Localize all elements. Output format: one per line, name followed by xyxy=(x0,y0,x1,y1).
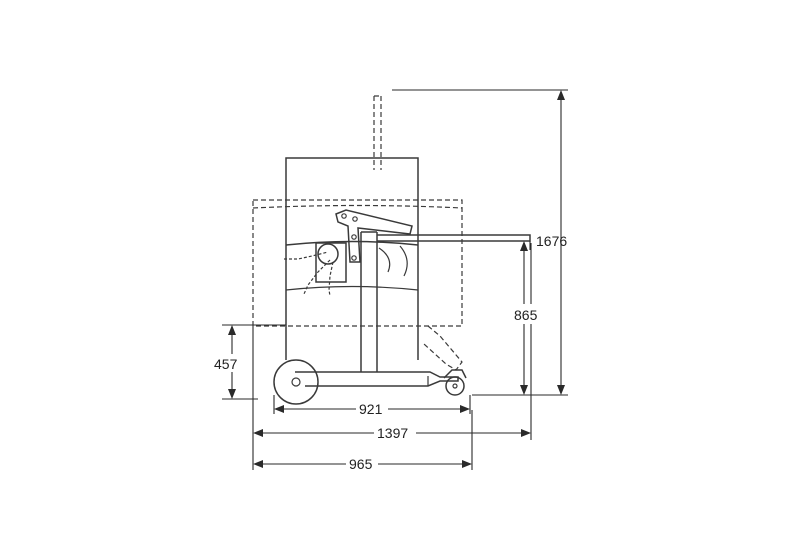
mast-extension-dashed xyxy=(373,95,382,170)
dim-label-base-length: 965 xyxy=(349,456,373,472)
clamp-bracket xyxy=(335,209,413,263)
extension-lines xyxy=(222,89,568,470)
dim-label-overall-length: 1397 xyxy=(377,425,408,441)
tilted-drum-dashed xyxy=(423,325,463,371)
base-chassis xyxy=(295,371,459,387)
front-caster xyxy=(443,369,467,396)
dim-label-wheelbase: 921 xyxy=(359,401,383,417)
rear-wheel xyxy=(273,359,319,405)
lifted-drum-outline xyxy=(252,199,463,327)
dim-label-overall-height: 1676 xyxy=(536,233,567,249)
lifting-arm xyxy=(377,234,531,242)
dim-label-base-height: 457 xyxy=(214,356,238,372)
chain xyxy=(284,251,334,297)
clamp-plate xyxy=(315,242,408,283)
dim-overall-height xyxy=(557,90,565,395)
dim-label-arm-height: 865 xyxy=(514,307,538,323)
mast xyxy=(360,231,378,372)
